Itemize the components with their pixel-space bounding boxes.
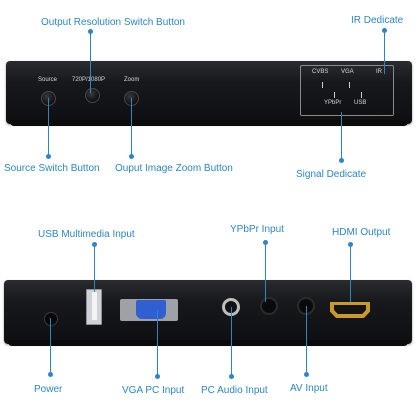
dot-av-input [304, 372, 309, 377]
line-output-resolution [90, 31, 91, 93]
callout-image-zoom: Ouput Image Zoom Button [115, 163, 233, 174]
callout-signal-dedicate: Signal Dedicate [296, 169, 367, 180]
dot-signal-dedicate [339, 158, 344, 163]
dot-usb-multimedia [92, 242, 97, 247]
line-source-switch [48, 98, 49, 156]
callout-hdmi-output: HDMI Output [332, 227, 391, 238]
line-power [50, 318, 51, 374]
usb-port-tongue [92, 292, 97, 320]
signal-ypbpr-label: YPbPr [324, 100, 342, 106]
dot-pc-audio [229, 374, 234, 379]
line-pc-audio [231, 307, 232, 376]
dot-power [48, 372, 53, 377]
line-av-input [306, 306, 307, 374]
line-image-zoom [131, 98, 132, 156]
callout-source-switch: Source Switch Button [4, 163, 100, 174]
callout-pc-audio: PC Audio Input [201, 385, 268, 396]
signal-ir-label: IR [376, 69, 382, 75]
vga-port-socket [136, 300, 166, 319]
power-port[interactable] [44, 312, 58, 326]
led-usb [361, 92, 362, 98]
led-ypbpr [334, 92, 335, 98]
dot-hdmi-output [348, 242, 353, 247]
callout-av-input: AV Input [290, 383, 328, 394]
line-vga-pc [157, 310, 158, 376]
callout-ir-dedicate: IR Dedicate [351, 15, 404, 26]
dot-vga-pc [155, 374, 160, 379]
dot-image-zoom [129, 154, 134, 159]
hdmi-port-socket [334, 305, 366, 314]
callout-usb-multimedia: USB Multimedia Input [38, 229, 135, 240]
line-hdmi-output [350, 244, 351, 302]
signal-usb-label: USB [354, 100, 367, 106]
led-vga [349, 82, 350, 88]
dot-output-resolution [88, 29, 93, 34]
dot-ypbpr-input [263, 240, 268, 245]
signal-cvbs-label: CVBS [312, 69, 329, 75]
ypbpr-port[interactable] [260, 297, 278, 315]
callout-vga-pc: VGA PC Input [122, 385, 185, 396]
zoom-label: Zoom [124, 77, 140, 83]
signal-indicator-panel [300, 65, 394, 116]
bottom-device-base [8, 340, 408, 346]
callout-output-resolution: Output Resolution Switch Button [41, 17, 185, 28]
top-device-base [10, 120, 408, 126]
dot-source-switch [46, 154, 51, 159]
callout-power: Power [34, 384, 63, 395]
signal-vga-label: VGA [341, 69, 354, 75]
source-label: Source [38, 77, 58, 83]
line-ir-dedicate [384, 30, 385, 74]
top-device-front-panel [6, 61, 412, 124]
dot-ir-dedicate [382, 28, 387, 33]
line-usb-multimedia [94, 244, 95, 292]
resolution-label: 720P/1080P [72, 77, 106, 83]
line-signal-dedicate [341, 112, 342, 160]
led-cvbs [322, 82, 323, 88]
resolution-button[interactable] [85, 88, 100, 103]
callout-ypbpr-input: YPbPr Input [230, 224, 284, 235]
line-ypbpr-input [265, 242, 266, 302]
